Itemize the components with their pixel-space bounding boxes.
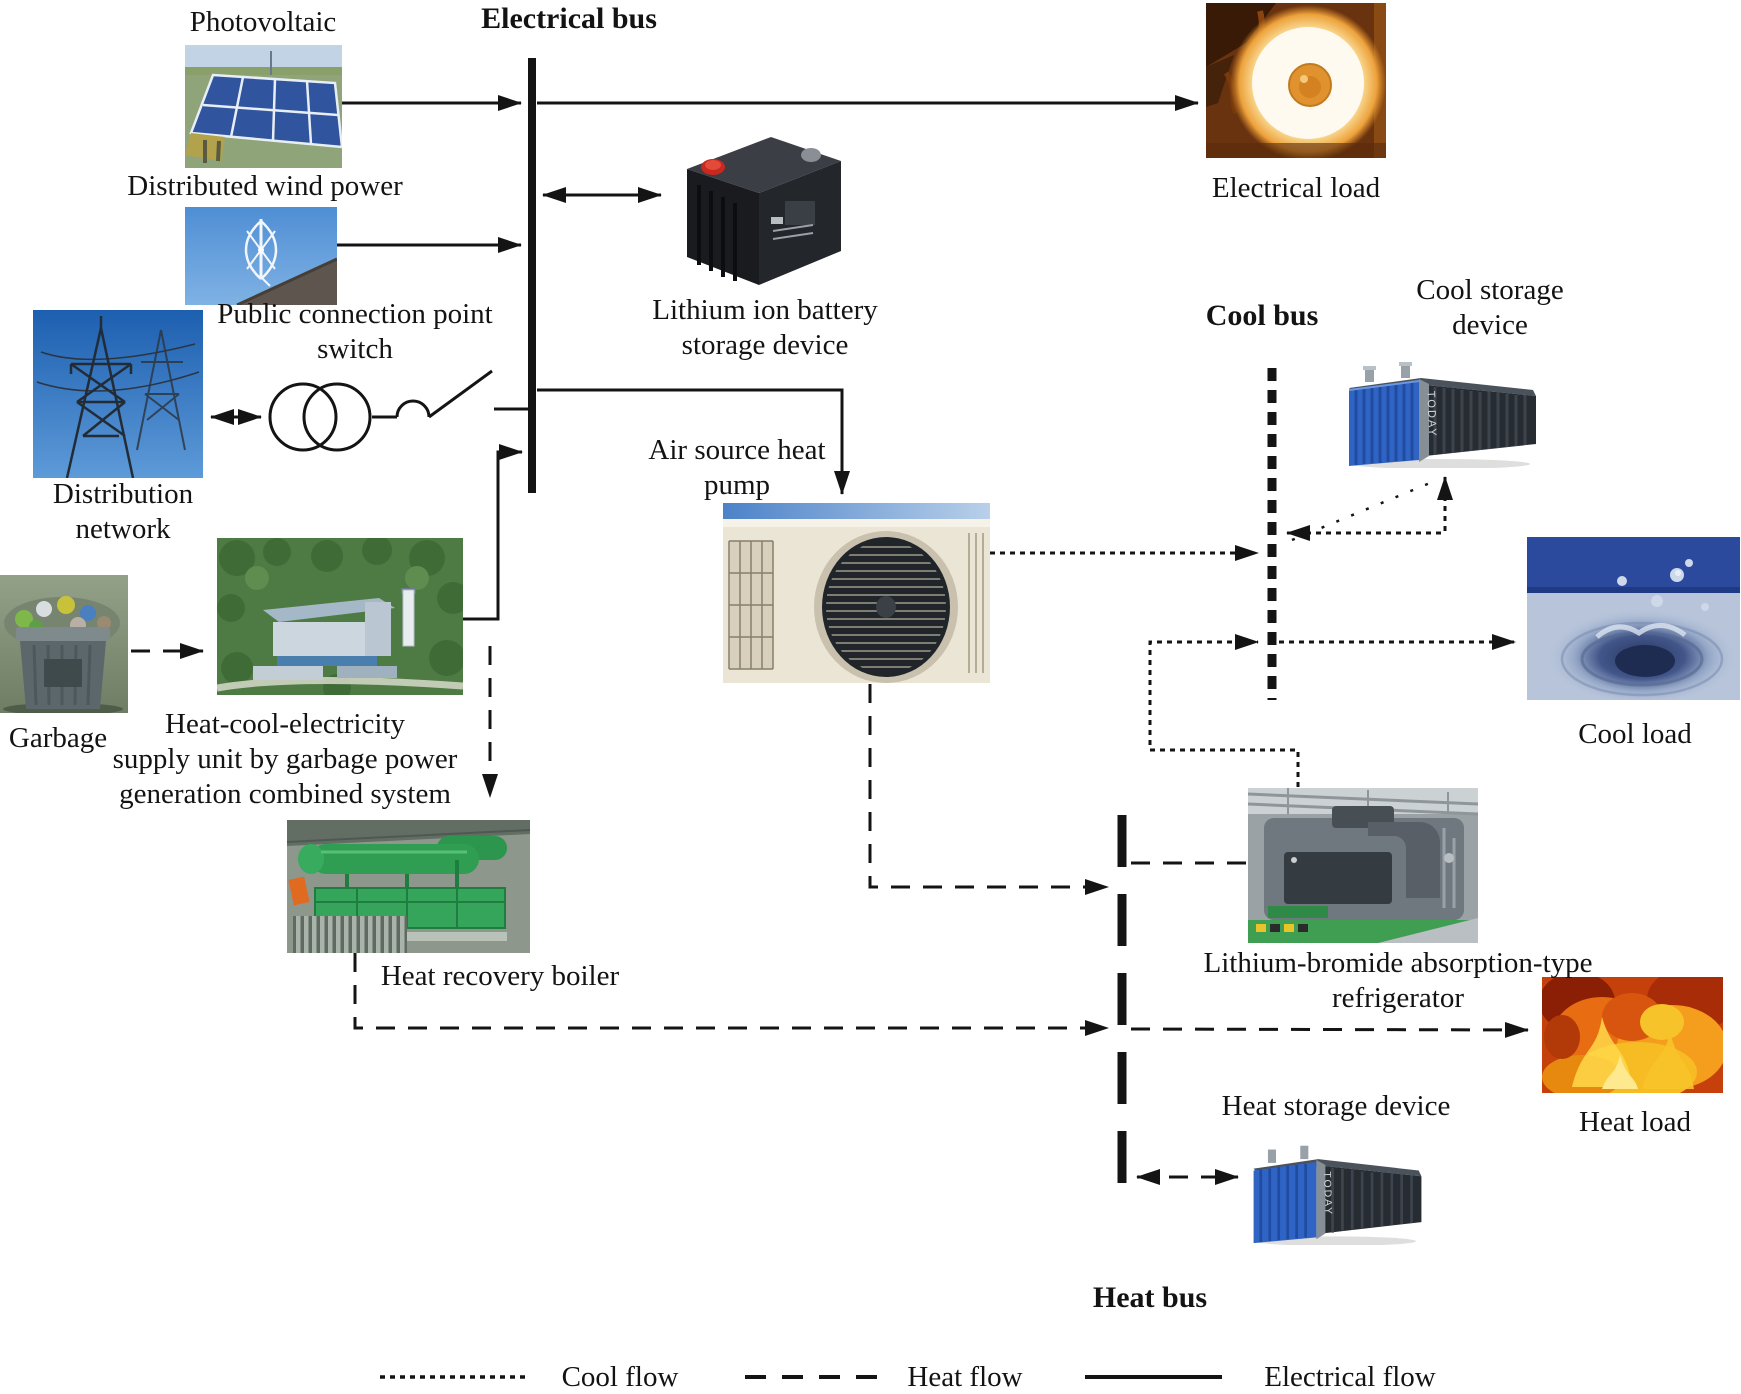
legend-electrical-flow-label: Electrical flow bbox=[1264, 1361, 1436, 1393]
pcc-switch-label: Public connection point switch bbox=[217, 298, 493, 365]
air-source-heat-pump-image bbox=[723, 503, 990, 683]
heat-pump-label: Air source heat pump bbox=[648, 434, 826, 501]
cool-storage-label: Cool storage device bbox=[1416, 274, 1564, 341]
refrigerator-label: Lithium-bromide absorption-type refriger… bbox=[1203, 947, 1593, 1014]
cool-flow-lines bbox=[990, 476, 1516, 787]
distribution-network-label: Distribution network bbox=[52, 478, 194, 545]
heat-recovery-boiler-image bbox=[287, 820, 530, 953]
cool-load-image bbox=[1527, 537, 1740, 700]
boiler-label: Heat recovery boiler bbox=[380, 960, 620, 992]
legend-heat-flow-label: Heat flow bbox=[907, 1361, 1023, 1393]
refrigerator-image bbox=[1248, 788, 1478, 943]
cool-storage-brand-text: TODAY bbox=[1425, 391, 1439, 438]
battery-image bbox=[673, 125, 850, 290]
photovoltaic-label: Photovoltaic bbox=[189, 6, 337, 38]
heat-load-label: Heat load bbox=[1579, 1106, 1691, 1138]
electrical-bus-label: Electrical bus bbox=[481, 2, 657, 35]
heat-load-image bbox=[1542, 977, 1723, 1093]
heat-bus-label: Heat bus bbox=[1092, 1281, 1208, 1314]
electrical-load-image bbox=[1206, 3, 1386, 158]
photovoltaic-image bbox=[185, 45, 342, 168]
heat-storage-brand-text: TODAY bbox=[1321, 1171, 1333, 1216]
legend-cool-flow-label: Cool flow bbox=[561, 1361, 679, 1393]
cool-bus-label: Cool bus bbox=[1205, 299, 1319, 332]
electrical-load-label: Electrical load bbox=[1211, 172, 1381, 204]
cool-load-label: Cool load bbox=[1578, 718, 1692, 750]
battery-label: Lithium ion battery storage device bbox=[652, 294, 878, 361]
garbage-plant-label: Heat-cool-electricity supply unit by gar… bbox=[112, 708, 458, 810]
heat-storage-device-image: TODAY bbox=[1250, 1140, 1425, 1245]
heat-storage-label: Heat storage device bbox=[1221, 1090, 1451, 1122]
wind-turbine-image bbox=[185, 207, 337, 305]
transformer-icon bbox=[268, 382, 372, 452]
garbage-plant-image bbox=[217, 538, 463, 695]
garbage-label: Garbage bbox=[8, 722, 108, 754]
wind-label: Distributed wind power bbox=[127, 170, 403, 202]
cool-storage-device-image: TODAY bbox=[1345, 358, 1540, 468]
distribution-network-image bbox=[33, 310, 203, 478]
garbage-image bbox=[0, 575, 128, 713]
